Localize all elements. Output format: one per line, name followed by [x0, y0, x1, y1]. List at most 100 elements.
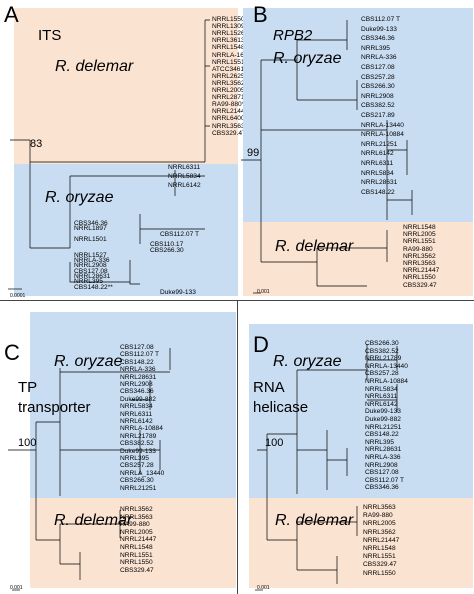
leaf-label: CBS112.07 T — [365, 476, 404, 484]
panel-c-tree — [8, 348, 171, 591]
leaf-label: NRRL6311 — [365, 393, 398, 401]
panel-b-oryzae-region — [243, 8, 473, 222]
leaf-label: CBS148.22 — [365, 431, 399, 439]
panel-c-gene-label: TP transporter — [18, 379, 91, 416]
leaf-label: NRRL6311 — [168, 164, 201, 171]
leaf-label: CBS329.47 — [403, 281, 437, 289]
leaf-label: CBS257.28 — [120, 462, 154, 470]
leaf-label: NRRLA-10884 — [361, 131, 404, 139]
leaf-label: NRRL21447 T — [212, 108, 255, 116]
leaf-label: NRRLA-336 — [361, 54, 397, 62]
leaf-label: NRRL395 — [74, 278, 103, 286]
leaf-label: CBS127.08 — [365, 469, 399, 477]
leaf-label: NRRL2908 — [120, 381, 153, 388]
panel-divider-vertical — [237, 300, 238, 594]
leaf-label: NRRL2908 — [365, 461, 398, 469]
leaf-label: NRRL6400 — [212, 115, 245, 123]
leaf-label: Duke99-133 — [160, 288, 196, 296]
panel-c-species-bottom: R. delemar — [54, 512, 133, 529]
panel-b-tree — [241, 20, 413, 294]
panel-a-oryzae-region — [14, 164, 238, 296]
panel-b: B RPB2 R. oryzae R. delemar 99 0.001 CBS… — [237, 0, 474, 300]
leaf-label: ATCC34612 — [212, 65, 248, 73]
leaf-label: NRRL28631 — [365, 446, 402, 454]
leaf-label: NRRL1551 — [363, 553, 396, 561]
leaf-label: CBS346.36 — [120, 388, 154, 396]
leaf-label: NRRL1548 — [212, 44, 245, 52]
leaf-label: NRRL6142 — [120, 418, 153, 425]
leaf-label: CBS266.30 — [365, 340, 399, 347]
leaf-label: NRRL21447 — [120, 536, 157, 544]
panel-a-letter: A — [4, 2, 19, 27]
leaf-label: Duke99-133 — [120, 447, 156, 455]
leaf-label: NRRL1550 — [120, 559, 153, 567]
leaf-label: Duke99-882 — [365, 416, 401, 423]
leaf-label: NRRL3613 — [212, 37, 245, 45]
panel-d-letter: D — [253, 332, 269, 357]
leaf-label: NRRL21789 — [365, 355, 402, 363]
leaf-label: NRRL6311 — [361, 160, 394, 167]
leaf-label: NRRL1501 — [74, 235, 107, 243]
leaf-label: NRRL1897 — [74, 225, 107, 233]
panel-d-scale: 0.001 — [257, 585, 270, 591]
panel-d-species-top: R. oryzae — [273, 353, 342, 370]
leaf-label: NRRL1550 — [403, 274, 436, 282]
panel-b-species-top: R. oryzae — [273, 50, 342, 67]
leaf-label: CBS329.47 — [363, 561, 397, 569]
leaf-label: NRRL28631 — [120, 373, 157, 381]
panel-a: A ITS R. delemar R. oryzae 83 0.0001 NRR… — [0, 0, 255, 300]
leaf-label: NRRL21789 — [120, 432, 157, 440]
leaf-label: NRRL1550 — [212, 16, 245, 23]
leaf-label: NRRLA-336 — [74, 257, 110, 265]
leaf-label: CBS257.28 — [365, 370, 399, 378]
leaf-label: CBS329.47 — [120, 566, 154, 574]
leaf-label: NRRL3563 — [212, 122, 245, 130]
leaf-label: NRRLA-16456 — [212, 51, 255, 59]
leaf-label: NRRL2625 — [212, 72, 245, 80]
leaf-label: CBS346.36 — [74, 220, 108, 227]
leaf-label: RA99-880 — [363, 512, 393, 520]
leaf-label: NRRL21251 — [365, 423, 402, 431]
leaf-label: CBS382.52 — [120, 440, 154, 448]
leaf-label: CBS382.52 — [361, 102, 395, 110]
leaf-label: NRRL3562 — [120, 506, 153, 513]
leaf-label: NRRL1551 — [120, 551, 153, 559]
leaf-label: NRRL3562 — [363, 528, 396, 536]
leaf-label: NRRL13098 — [212, 23, 249, 31]
leaf-label: NRRL1548 — [403, 224, 436, 231]
leaf-label: NRRL3562 — [212, 79, 245, 87]
panel-a-scale: 0.0001 — [10, 293, 26, 299]
leaf-label: NRRL3563 — [120, 513, 153, 521]
leaf-label: NRRLA-13440 — [365, 362, 408, 370]
leaf-label: NRRL5834 — [168, 173, 201, 180]
leaf-label: NRRLA-10884 — [365, 378, 408, 385]
leaf-label: RA99-880 — [403, 245, 433, 253]
leaf-label: NRRLA-336 — [120, 366, 156, 374]
leaf-label: NRRL21251 — [120, 484, 157, 492]
leaf-label: NRRL6142 — [365, 400, 398, 408]
leaf-label: NRRL3562 — [403, 252, 436, 260]
leaf-label: CBS329.47 — [212, 129, 246, 137]
panel-a-delemar-region — [14, 8, 238, 164]
leaf-label: CBS112.07 T — [120, 351, 159, 359]
panel-b-bootstrap: 99 — [247, 147, 260, 159]
leaf-label: NRRL2871 — [212, 94, 245, 102]
leaf-label: NRRL5834 — [120, 403, 153, 411]
panel-c-oryzae-region — [30, 434, 236, 498]
leaf-label: NRRL1548 — [363, 545, 396, 552]
leaf-label: NRRL28631 — [74, 273, 111, 280]
panel-c-delemar-region — [30, 498, 236, 588]
leaf-label: CBS110.17 — [150, 241, 184, 249]
panel-a-species-bottom: R. oryzae — [45, 189, 114, 206]
panel-d-oryzae-region — [249, 324, 473, 498]
leaf-label: NRRL6311 — [120, 410, 153, 418]
leaf-label: NRRLA_13440 — [120, 469, 165, 477]
leaf-label: CBS127.08 — [361, 64, 395, 71]
leaf-label: CBS346.36 — [365, 484, 399, 492]
leaf-label: RA99-880* — [212, 101, 245, 109]
leaf-label: Duke99-882 — [120, 395, 156, 403]
leaf-label: NRRL3563 — [363, 504, 396, 511]
leaf-label: NRRL5834 — [361, 169, 394, 177]
leaf-label: CBS127.08 — [74, 267, 108, 275]
leaf-label: CBS266.30 — [361, 83, 395, 91]
